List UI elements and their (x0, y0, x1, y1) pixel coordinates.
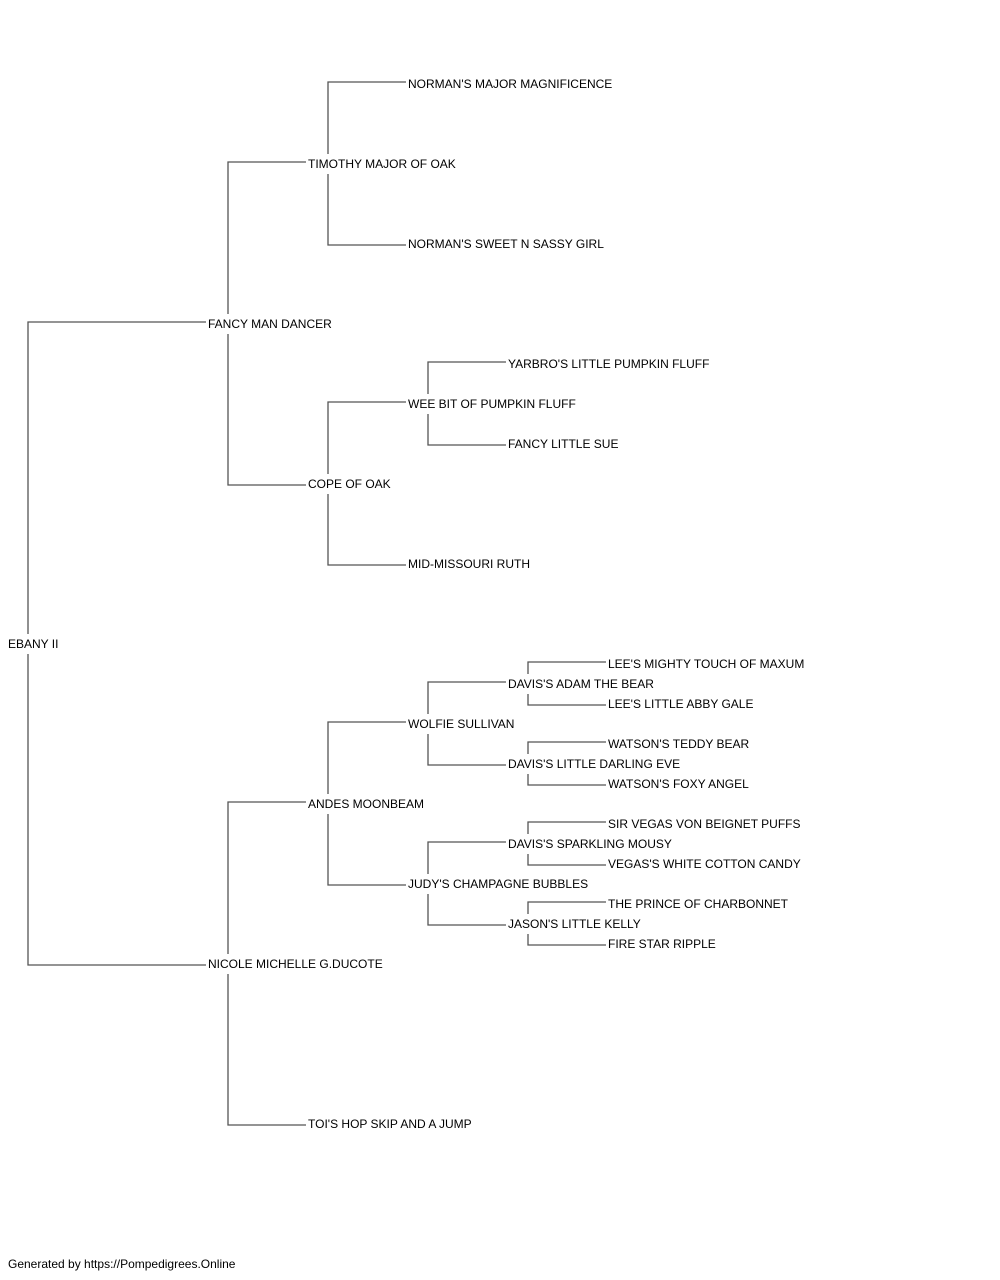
sire-connector-line (327, 81, 406, 154)
dsdsd-name: VEGAS'S WHITE COTTON CANDY (607, 857, 802, 871)
sire-connector-line (27, 321, 206, 634)
sire-connector-line (527, 741, 606, 754)
sdd-name: MID-MISSOURI RUTH (407, 557, 531, 571)
sire-connector-line (527, 821, 606, 834)
dss-name: WOLFIE SULLIVAN (407, 717, 516, 731)
dam-connector-line (427, 414, 506, 446)
dam-connector-line (527, 934, 606, 946)
sire-dam-name: COPE OF OAK (307, 477, 392, 491)
sire-connector-line (427, 681, 506, 714)
dsssd-name: LEE'S LITTLE ABBY GALE (607, 697, 755, 711)
sire-connector-line (527, 901, 606, 914)
ssd-name: NORMAN'S SWEET N SASSY GIRL (407, 237, 605, 251)
dam-connector-line (527, 774, 606, 786)
sire-connector-line (427, 841, 506, 874)
sire-sire-name: TIMOTHY MAJOR OF OAK (307, 157, 457, 171)
dsdds-name: THE PRINCE OF CHARBONNET (607, 897, 790, 911)
dam-name: NICOLE MICHELLE G.DUCOTE (207, 957, 384, 971)
subject-name: EBANY II (7, 637, 60, 651)
dsdd-name: JASON'S LITTLE KELLY (507, 917, 642, 931)
dssdd-name: WATSON'S FOXY ANGEL (607, 777, 750, 791)
dam-connector-line (427, 894, 506, 926)
dam-connector-line (227, 334, 306, 486)
sdss-name: YARBRO'S LITTLE PUMPKIN FLUFF (507, 357, 711, 371)
sire-connector-line (227, 161, 306, 314)
dsdss-name: SIR VEGAS VON BEIGNET PUFFS (607, 817, 802, 831)
dam-connector-line (327, 494, 406, 566)
sire-connector-line (527, 661, 606, 674)
dsd-name: JUDY'S CHAMPAGNE BUBBLES (407, 877, 590, 891)
sss-name: NORMAN'S MAJOR MAGNIFICENCE (407, 77, 614, 91)
dssss-name: LEE'S MIGHTY TOUCH OF MAXUM (607, 657, 806, 671)
sire-connector-line (427, 361, 506, 394)
sire-name: FANCY MAN DANCER (207, 317, 333, 331)
sire-connector-line (327, 401, 406, 474)
dsss-name: DAVIS'S ADAM THE BEAR (507, 677, 655, 691)
dam-sire-name: ANDES MOONBEAM (307, 797, 426, 811)
dam-connector-line (227, 974, 306, 1126)
dam-connector-line (327, 174, 406, 246)
dssd-name: DAVIS'S LITTLE DARLING EVE (507, 757, 682, 771)
dam-connector-line (427, 734, 506, 766)
dam-connector-line (527, 854, 606, 866)
dam-connector-line (327, 814, 406, 886)
dssds-name: WATSON'S TEDDY BEAR (607, 737, 751, 751)
dsddd-name: FIRE STAR RIPPLE (607, 937, 717, 951)
sdsd-name: FANCY LITTLE SUE (507, 437, 620, 451)
sds-name: WEE BIT OF PUMPKIN FLUFF (407, 397, 577, 411)
dam-connector-line (527, 694, 606, 706)
dam-connector-line (27, 654, 206, 966)
sire-connector-line (327, 721, 406, 794)
dam-dam-name: TOI'S HOP SKIP AND A JUMP (307, 1117, 473, 1131)
dsds-name: DAVIS'S SPARKLING MOUSY (507, 837, 673, 851)
sire-connector-line (227, 801, 306, 954)
generated-by-footer: Generated by https://Pompedigrees.Online (8, 1257, 236, 1271)
